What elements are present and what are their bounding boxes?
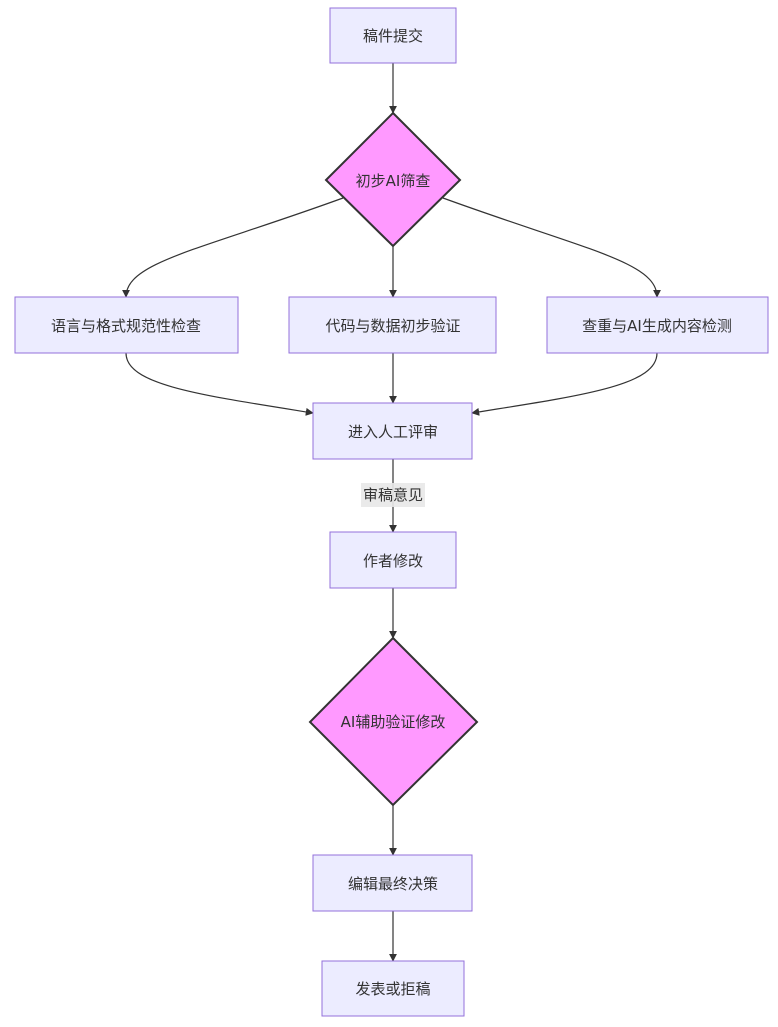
node-label: 进入人工评审 (348, 423, 438, 441)
node-ai-verify[interactable]: AI辅助验证修改 (308, 636, 479, 807)
edge-ai-screen-to-dup-check (442, 197, 661, 298)
decision-diamond (324, 111, 462, 248)
edge-dup-check-to-human-review (471, 352, 658, 416)
node-submit[interactable]: 稿件提交 (329, 7, 457, 64)
node-label: 稿件提交 (363, 27, 423, 45)
node-editor-decision[interactable]: 编辑最终决策 (312, 854, 473, 912)
node-box (329, 7, 457, 64)
node-publish-reject[interactable]: 发表或拒稿 (321, 960, 465, 1017)
node-label: 编辑最终决策 (348, 875, 438, 893)
node-box (288, 296, 497, 354)
node-label: 语言与格式规范性检查 (51, 317, 201, 335)
node-label: 查重与AI生成内容检测 (582, 317, 732, 335)
node-lang-check[interactable]: 语言与格式规范性检查 (14, 296, 239, 354)
node-label: 作者修改 (363, 552, 423, 570)
node-box (329, 531, 457, 589)
node-dup-check[interactable]: 查重与AI生成内容检测 (546, 296, 769, 354)
node-box (312, 402, 473, 460)
node-label: 代码与数据初步验证 (325, 317, 460, 335)
node-label: AI辅助验证修改 (341, 713, 446, 731)
edge-ai-screen-to-lang-check (122, 197, 344, 298)
edge-label-background (361, 483, 425, 507)
node-box (546, 296, 769, 354)
node-ai-screen[interactable]: 初步AI筛查 (324, 111, 462, 248)
node-box (14, 296, 239, 354)
node-box (312, 854, 473, 912)
node-human-review[interactable]: 进入人工评审 (312, 402, 473, 460)
edge-label-text: 审稿意见 (363, 486, 423, 504)
edge-label-review-comments: 审稿意见 (361, 483, 425, 507)
node-code-check[interactable]: 代码与数据初步验证 (288, 296, 497, 354)
decision-diamond (308, 636, 479, 807)
node-box (321, 960, 465, 1017)
node-label: 发表或拒稿 (355, 980, 430, 998)
edges (122, 63, 661, 962)
node-author-revise[interactable]: 作者修改 (329, 531, 457, 589)
edge-lang-check-to-human-review (125, 352, 314, 416)
node-label: 初步AI筛查 (356, 172, 431, 190)
